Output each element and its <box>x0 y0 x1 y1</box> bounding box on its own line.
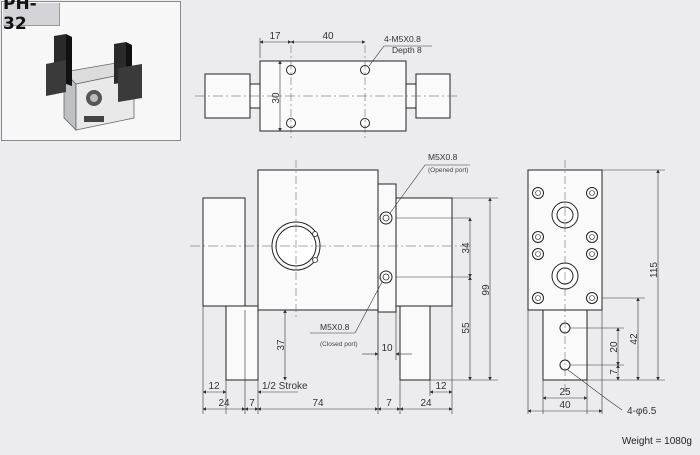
dim-115: 115 <box>649 262 660 278</box>
model-title-tag: PH-32 <box>3 0 60 34</box>
top-view-holes <box>286 65 370 128</box>
dim-7-right: 7 <box>386 398 392 409</box>
side-view-holes <box>532 187 598 371</box>
top-view-dimensions <box>259 38 432 132</box>
product-photo <box>46 34 142 131</box>
tap-note: 4-M5X0.8 <box>384 34 421 44</box>
dim-17: 17 <box>269 31 281 42</box>
dim-40-side: 40 <box>559 400 571 411</box>
model-title: PH-32 <box>3 0 37 34</box>
dim-74: 74 <box>312 398 324 409</box>
dim-7-left: 7 <box>249 398 255 409</box>
dim-24-right: 24 <box>420 398 432 409</box>
hole-note: 4-φ6.5 <box>627 406 657 417</box>
port-opened-sub: (Opened port) <box>428 167 468 174</box>
dim-37: 37 <box>276 339 287 351</box>
port-opened-label: M5X0.8 <box>428 152 458 162</box>
dim-24-left: 24 <box>218 398 230 409</box>
dim-10: 10 <box>381 343 393 354</box>
dim-99: 99 <box>481 284 492 296</box>
dim-40-top: 40 <box>322 31 334 42</box>
port-closed-sub: (Closed port) <box>320 341 358 348</box>
weight-label: Weight = 1080g <box>621 436 692 447</box>
dim-12-left: 12 <box>208 381 220 392</box>
dim-25: 25 <box>559 387 571 398</box>
dim-20: 20 <box>609 341 620 353</box>
side-view-dimensions <box>527 169 665 414</box>
tap-depth: Depth 8 <box>392 45 422 55</box>
front-view <box>202 169 453 381</box>
front-view-dimensions <box>202 164 498 414</box>
dim-12-right: 12 <box>435 381 447 392</box>
port-closed-label: M5X0.8 <box>320 322 350 332</box>
half-stroke-label: 1/2 Stroke <box>262 381 308 392</box>
product-photo-panel: PH-32 <box>1 0 181 141</box>
dim-30: 30 <box>271 92 282 104</box>
dim-42: 42 <box>629 333 640 345</box>
dim-55: 55 <box>461 322 472 334</box>
dim-34: 34 <box>461 242 472 254</box>
dim-7-side: 7 <box>609 369 620 375</box>
